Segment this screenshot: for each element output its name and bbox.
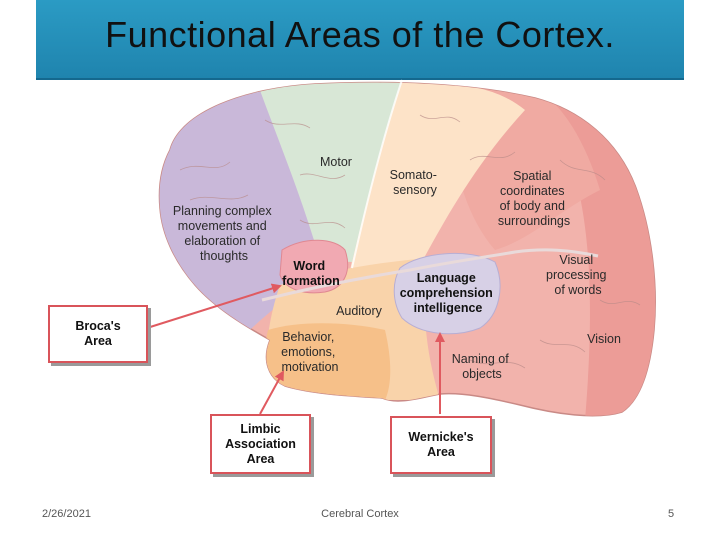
label-motor: Motor [320,155,352,169]
label-somatosensory: Somato- sensory [390,168,441,197]
central-sulcus [351,79,403,269]
label-behavior: Behavior, emotions, motivation [281,330,339,374]
arrow-limbic [259,370,284,415]
arrow-broca [146,283,282,329]
label-auditory: Auditory [336,304,383,318]
sylvian-fissure [261,248,599,302]
region-motor [250,82,402,262]
gyri-lines [179,114,641,369]
label-planning: Planning complex movements and elaborati… [173,204,275,263]
footer-title: Cerebral Cortex [321,508,399,520]
page-number: 5 [668,508,675,520]
region-behavior [264,323,391,400]
region-planning [159,85,322,330]
region-language [393,253,501,335]
callout-broca: Broca's Area [48,305,148,363]
region-somatosensory [350,82,525,270]
label-spatial: Spatial coordinates of body and surround… [498,169,570,228]
label-naming: Naming of objects [452,352,512,381]
title-bar: Functional Areas of the Cortex. [36,0,684,80]
label-language: Language comprehension intelligence [400,271,497,315]
footer-date: 2/26/2021 [42,508,91,520]
slide-title: Functional Areas of the Cortex. [105,14,615,55]
callout-wernicke: Wernicke's Area [390,416,492,474]
label-visual-words: Visual processing of words [546,253,610,297]
label-word-formation: Word formation [282,259,340,288]
label-vision: Vision [587,332,621,346]
callout-limbic: Limbic Association Area [210,414,311,474]
region-word-formation [279,239,349,294]
